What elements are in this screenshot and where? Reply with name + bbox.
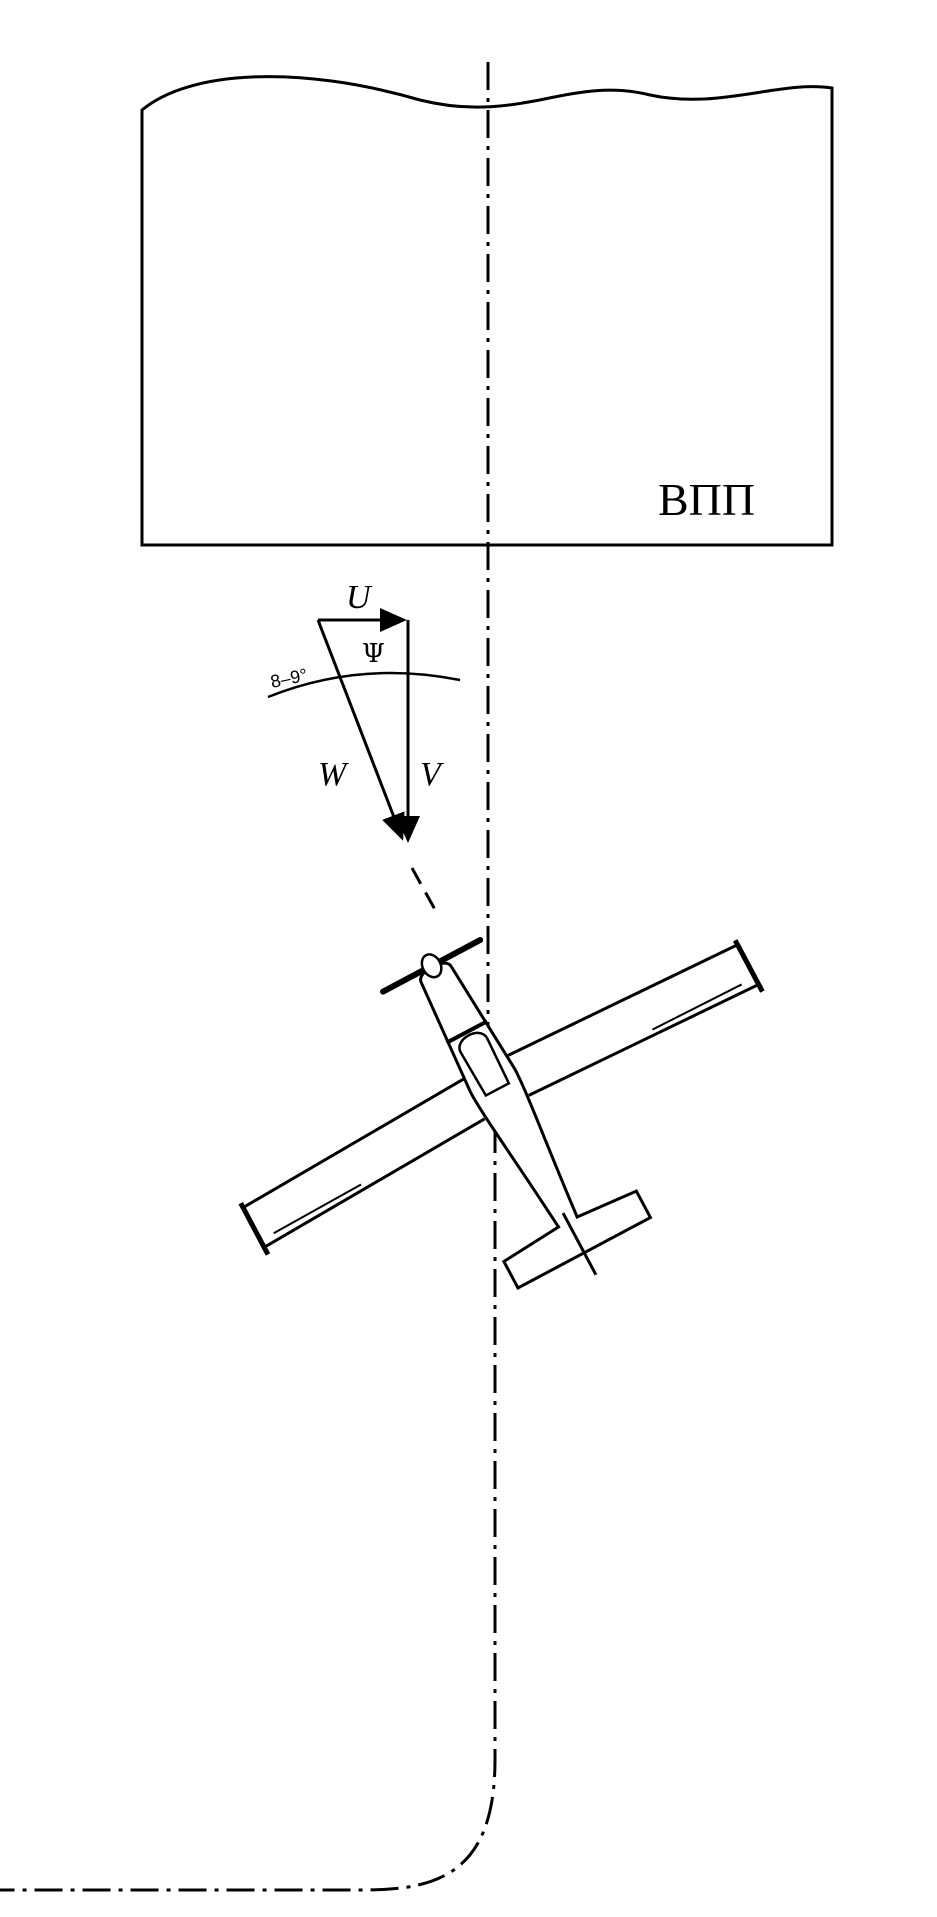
drift-angle-value: 8–9°: [269, 665, 310, 692]
aircraft-wingtip-left: [238, 1202, 271, 1256]
aircraft-spinner: [420, 953, 443, 979]
aircraft: [238, 936, 765, 1290]
runway-centerline: [0, 62, 497, 1892]
groundspeed-label: W: [318, 756, 349, 793]
airspeed-label: V: [420, 756, 445, 793]
drift-angle-arc: [267, 671, 461, 699]
drift-angle-symbol: Ψ: [362, 639, 385, 669]
aircraft-canopy: [458, 1031, 511, 1098]
runway: ВПП: [140, 75, 834, 547]
velocity-triangle: U V W Ψ 8–9°: [267, 579, 461, 916]
aircraft-fuselage: [419, 961, 588, 1246]
aircraft-wingtip-right: [732, 939, 765, 993]
runway-label: ВПП: [658, 474, 755, 525]
crosswind-label: U: [346, 579, 373, 616]
aircraft-fin: [561, 1212, 598, 1276]
aircraft-wing-flaps: [273, 983, 743, 1235]
groundtrack-extension: [410, 867, 440, 916]
groundspeed-vector: [316, 619, 405, 841]
runway-outline: [140, 75, 834, 547]
aircraft-cowl-line: [445, 1019, 489, 1045]
